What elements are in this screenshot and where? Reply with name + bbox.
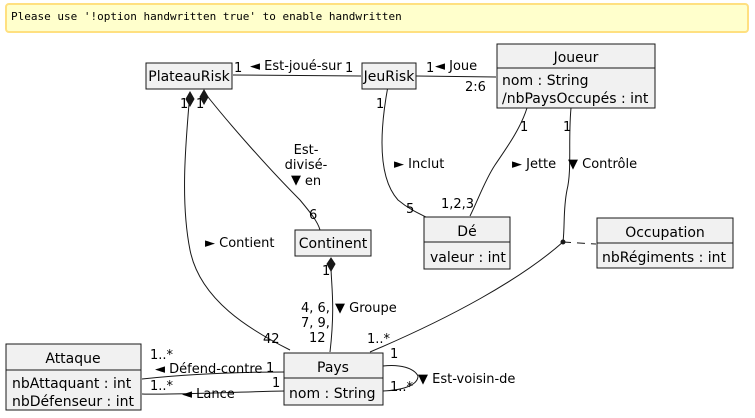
mult-jeu-joue: 1 — [426, 61, 434, 76]
mult-continent-groupe: 1 — [322, 264, 330, 279]
class-attaque-name: Attaque — [45, 351, 100, 367]
class-pays-attr-nom: nom : String — [289, 386, 375, 402]
mult-jeu-inclut: 1 — [376, 97, 384, 112]
composition-diamond-continent-pays — [326, 257, 336, 273]
label-defend-contre: ◄ Défend-contre — [155, 362, 262, 377]
mult-de-jette: 1,2,3 — [441, 197, 474, 212]
label-lance: ◄ Lance — [182, 387, 235, 402]
class-plateaurisk[interactable]: PlateauRisk — [145, 62, 233, 90]
label-est-joue-sur: ◄ Est-joué-sur — [250, 59, 342, 74]
label-controle: ▼ Contrôle — [568, 157, 637, 172]
mult-plateau-estdivise: 1 — [196, 97, 204, 112]
mult-pays-voisin-1: 1 — [390, 347, 398, 362]
label-jette: ► Jette — [512, 157, 556, 172]
association-class-junction — [560, 239, 566, 245]
class-de[interactable]: Dé valeur : int — [423, 216, 511, 270]
composition-diamond-plateau-pays — [185, 90, 195, 108]
class-attaque-attr-nbattaquant: nbAttaquant : int — [12, 376, 132, 392]
mult-joueur-jette: 1 — [520, 120, 528, 135]
edge-est-joue-sur — [232, 74, 362, 77]
composition-diamond-plateau-continent — [199, 88, 209, 106]
class-joueur-name: Joueur — [553, 50, 599, 66]
mult-attaque-lance: 1..* — [150, 379, 174, 394]
class-pays-name: Pays — [317, 360, 349, 376]
label-inclut: ► Inclut — [394, 157, 444, 172]
class-joueur-attr-nom: nom : String — [502, 73, 588, 89]
handwritten-warning: Please use '!option handwritten true' to… — [5, 3, 749, 33]
mult-plateau-contient: 1 — [180, 97, 188, 112]
label-groupe: ▼ Groupe — [335, 301, 397, 316]
edge-inclut — [381, 85, 429, 219]
class-jeurisk[interactable]: JeuRisk — [361, 62, 417, 90]
mult-plateau-estjouesur: 1 — [234, 61, 242, 76]
mult-joueur-controle: 1 — [563, 120, 571, 135]
class-attaque-attr-nbdefenseur: nbDéfenseur : int — [12, 394, 134, 410]
mult-pays-groupe-3: 12 — [309, 331, 326, 346]
mult-pays-groupe-1: 4, 6, — [301, 301, 330, 316]
edge-contient — [184, 91, 291, 351]
edge-controle — [369, 107, 572, 353]
mult-pays-contient: 42 — [263, 332, 280, 347]
class-de-attr-valeur: valeur : int — [430, 250, 506, 266]
class-occupation-name: Occupation — [625, 225, 705, 241]
mult-pays-defend: 1 — [266, 361, 274, 376]
edge-occupation-link — [562, 241, 597, 245]
edge-est-voisin-de — [382, 365, 419, 392]
mult-pays-voisin-2: 1..* — [390, 380, 414, 395]
mult-pays-controle: 1..* — [367, 332, 391, 347]
edge-est-divise-en — [203, 91, 321, 231]
label-joue: ◄ Joue — [435, 59, 477, 74]
label-contient: ► Contient — [205, 236, 274, 251]
label-est-divise-en-arrow: ▼ — [291, 173, 301, 188]
mult-pays-groupe-2: 7, 9, — [301, 316, 330, 331]
mult-attaque-defend: 1..* — [150, 348, 174, 363]
class-joueur[interactable]: Joueur nom : String /nbPaysOccupés : int — [496, 43, 656, 109]
class-de-name: Dé — [457, 224, 476, 240]
class-continent-name: Continent — [299, 236, 368, 252]
mult-continent-estdivise: 6 — [309, 208, 317, 223]
edge-lance — [141, 390, 286, 395]
class-occupation-attr-nbregiments: nbRégiments : int — [602, 250, 727, 266]
mult-pays-lance: 1 — [272, 376, 280, 391]
edge-joue — [415, 75, 497, 78]
edge-jette — [469, 107, 528, 217]
class-occupation[interactable]: Occupation nbRégiments : int — [596, 217, 734, 269]
label-est-voisin-de: ▼ Est-voisin-de — [418, 372, 515, 387]
label-est-divise-en-1: Est- — [294, 143, 319, 158]
class-plateaurisk-name: PlateauRisk — [148, 69, 230, 85]
class-pays[interactable]: Pays nom : String — [283, 352, 384, 406]
label-est-divise-en-2: divisé- — [285, 158, 328, 173]
label-est-divise-en-3: en — [305, 174, 321, 189]
class-jeurisk-name: JeuRisk — [363, 69, 416, 85]
mult-de-inclut: 5 — [406, 202, 414, 217]
mult-joueur-joue: 2:6 — [465, 80, 486, 95]
class-continent[interactable]: Continent — [294, 229, 372, 257]
warning-text: Please use '!option handwritten true' to… — [11, 10, 402, 23]
class-joueur-attr-nbpays: /nbPaysOccupés : int — [502, 91, 649, 107]
edge-groupe — [329, 257, 334, 353]
class-attaque[interactable]: Attaque nbAttaquant : int nbDéfenseur : … — [5, 343, 142, 411]
mult-jeu-estjouesur: 1 — [345, 61, 353, 76]
edge-defend-contre — [141, 371, 286, 380]
